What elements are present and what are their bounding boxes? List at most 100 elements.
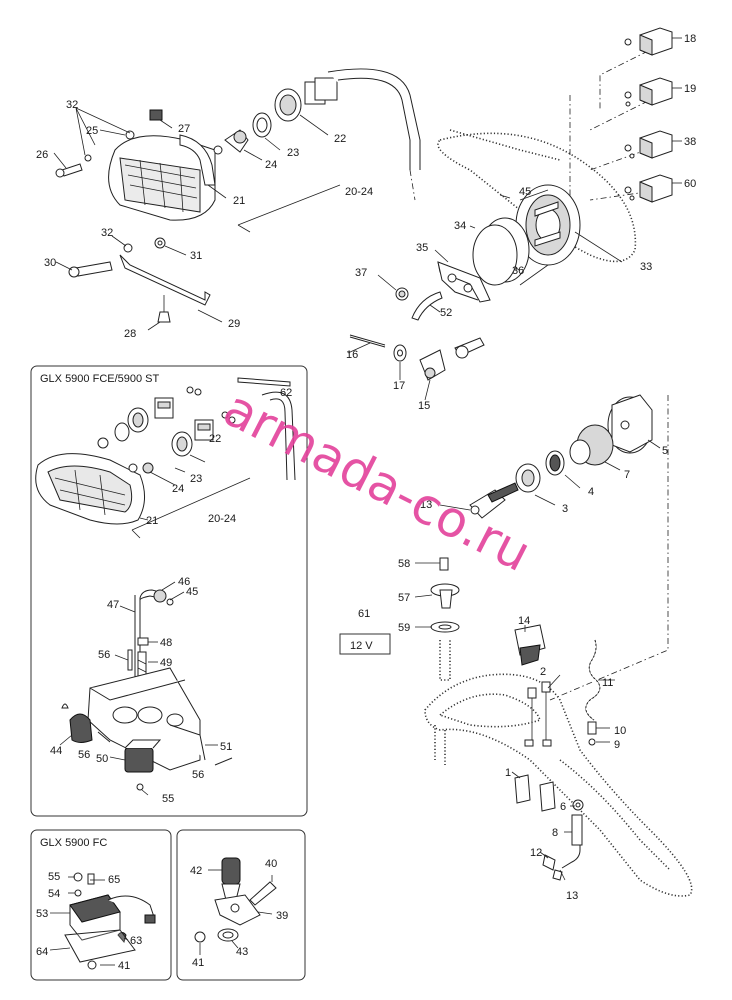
- box-fc-left-frame: [30, 829, 172, 981]
- callout-label: 59: [398, 622, 410, 634]
- connector-60: [624, 174, 682, 203]
- callout-label: 53: [36, 908, 48, 920]
- callout-label: 35: [416, 242, 428, 254]
- callout-label: 11: [602, 677, 613, 689]
- callout-label: 64: [36, 946, 48, 958]
- headlamp-assembly-top: [53, 107, 227, 221]
- callout-label: 37: [355, 267, 367, 279]
- callout-label: 20-24: [208, 513, 236, 525]
- speedometer-cable-parts: [347, 334, 485, 401]
- speedometer-gauge-33: [469, 184, 623, 286]
- callout-label: 25: [86, 125, 98, 137]
- ignition-key-switch-parts: [439, 394, 669, 701]
- callout-label: 49: [160, 657, 172, 669]
- callout-label: 24: [172, 483, 184, 495]
- box-fce-st-title: GLX 5900 FCE/5900 ST: [40, 373, 160, 385]
- connector-18: [624, 27, 682, 56]
- callout-label: 10: [614, 725, 626, 737]
- callout-label: 32: [101, 227, 113, 239]
- bulb-socket-parts-top: [213, 68, 421, 201]
- bracket-20-24-box: [131, 477, 251, 539]
- callout-label: 1: [505, 767, 511, 779]
- callout-label: 8: [552, 827, 558, 839]
- callout-label: 15: [418, 400, 430, 412]
- connector-19: [624, 77, 682, 107]
- callout-label: 57: [398, 592, 410, 604]
- callout-label: 9: [614, 739, 620, 751]
- callout-label: 12: [530, 847, 542, 859]
- callout-label: 27: [178, 123, 190, 135]
- callout-label: 21: [146, 515, 158, 527]
- callout-label: 28: [124, 328, 136, 340]
- control-bracket-51: [87, 667, 218, 771]
- callout-label: 46: [178, 576, 190, 588]
- watermark-text: armada-co.ru: [215, 379, 540, 583]
- switch-parts-57-59: [414, 557, 546, 681]
- callout-label: 63: [130, 935, 142, 947]
- callout-label: 52: [440, 307, 452, 319]
- callout-label: 40: [265, 858, 277, 870]
- callout-label: 43: [236, 946, 248, 958]
- callout-label: 60: [684, 178, 696, 190]
- callout-label: 56: [98, 649, 110, 661]
- callout-label: 30: [44, 257, 56, 269]
- callout-label: 16: [346, 349, 358, 361]
- callout-label: 45: [186, 586, 198, 598]
- callout-label: 29: [228, 318, 240, 330]
- callout-label: 5: [662, 445, 668, 457]
- console-outline: [424, 673, 693, 897]
- callout-label: 24: [265, 159, 277, 171]
- bulb-parts-box: [114, 377, 296, 481]
- callout-label: 18: [684, 33, 696, 45]
- callout-label: 42: [190, 865, 202, 877]
- callout-label: 6: [560, 801, 566, 813]
- callout-label: 65: [108, 874, 120, 886]
- callout-label: 31: [190, 250, 202, 262]
- callout-leaders: [49, 581, 575, 966]
- gauge-bracket-35: [377, 249, 491, 321]
- wiring-harness-parts: [511, 639, 615, 881]
- callout-label: 3: [562, 503, 568, 515]
- callout-label: 55: [162, 793, 174, 805]
- voltage-box: [339, 633, 391, 655]
- callout-label: 20-24: [345, 186, 373, 198]
- box-fce-st-frame: [30, 365, 308, 817]
- callout-label: 62: [280, 387, 292, 399]
- callout-label: 51: [220, 741, 232, 753]
- connector-group-top-right: [569, 27, 682, 203]
- box-small-parts: [59, 703, 233, 796]
- callout-label: 14: [518, 615, 530, 627]
- starter-solenoid-parts: [194, 857, 277, 943]
- mount-bracket-29: [55, 235, 223, 331]
- callout-label: 26: [36, 149, 48, 161]
- callout-label: 38: [684, 136, 696, 148]
- callout-label: 21: [233, 195, 245, 207]
- instrument-panel-outline: [437, 129, 637, 263]
- callout-label: 39: [276, 910, 288, 922]
- callout-label: 36: [512, 265, 524, 277]
- headlamp-assembly-box: [35, 437, 176, 525]
- callout-label: 33: [640, 261, 652, 273]
- callout-label: 32: [66, 99, 78, 111]
- callout-labels: 18 19 38 60 32 25 27 26 22 23 24 21 20-2…: [36, 33, 696, 972]
- callout-label: 19: [684, 83, 696, 95]
- callout-label: 7: [624, 469, 630, 481]
- callout-label: 22: [334, 133, 346, 145]
- callout-label: 2: [540, 666, 546, 678]
- bracket-20-24-top: [237, 184, 341, 233]
- callout-label: 47: [107, 599, 119, 611]
- callout-label: 55: [48, 871, 60, 883]
- callout-label: 13: [420, 499, 432, 511]
- callout-label: 23: [287, 147, 299, 159]
- callout-label: 17: [393, 380, 405, 392]
- callout-label: 45: [519, 186, 531, 198]
- callout-label: 44: [50, 745, 62, 757]
- callout-label: 48: [160, 637, 172, 649]
- callout-label: 23: [190, 473, 202, 485]
- connector-38: [624, 130, 682, 159]
- callout-label: 41: [118, 960, 130, 972]
- callout-label: 54: [48, 888, 60, 900]
- voltage-ref-label: 61: [358, 608, 370, 620]
- callout-label: 56: [78, 749, 90, 761]
